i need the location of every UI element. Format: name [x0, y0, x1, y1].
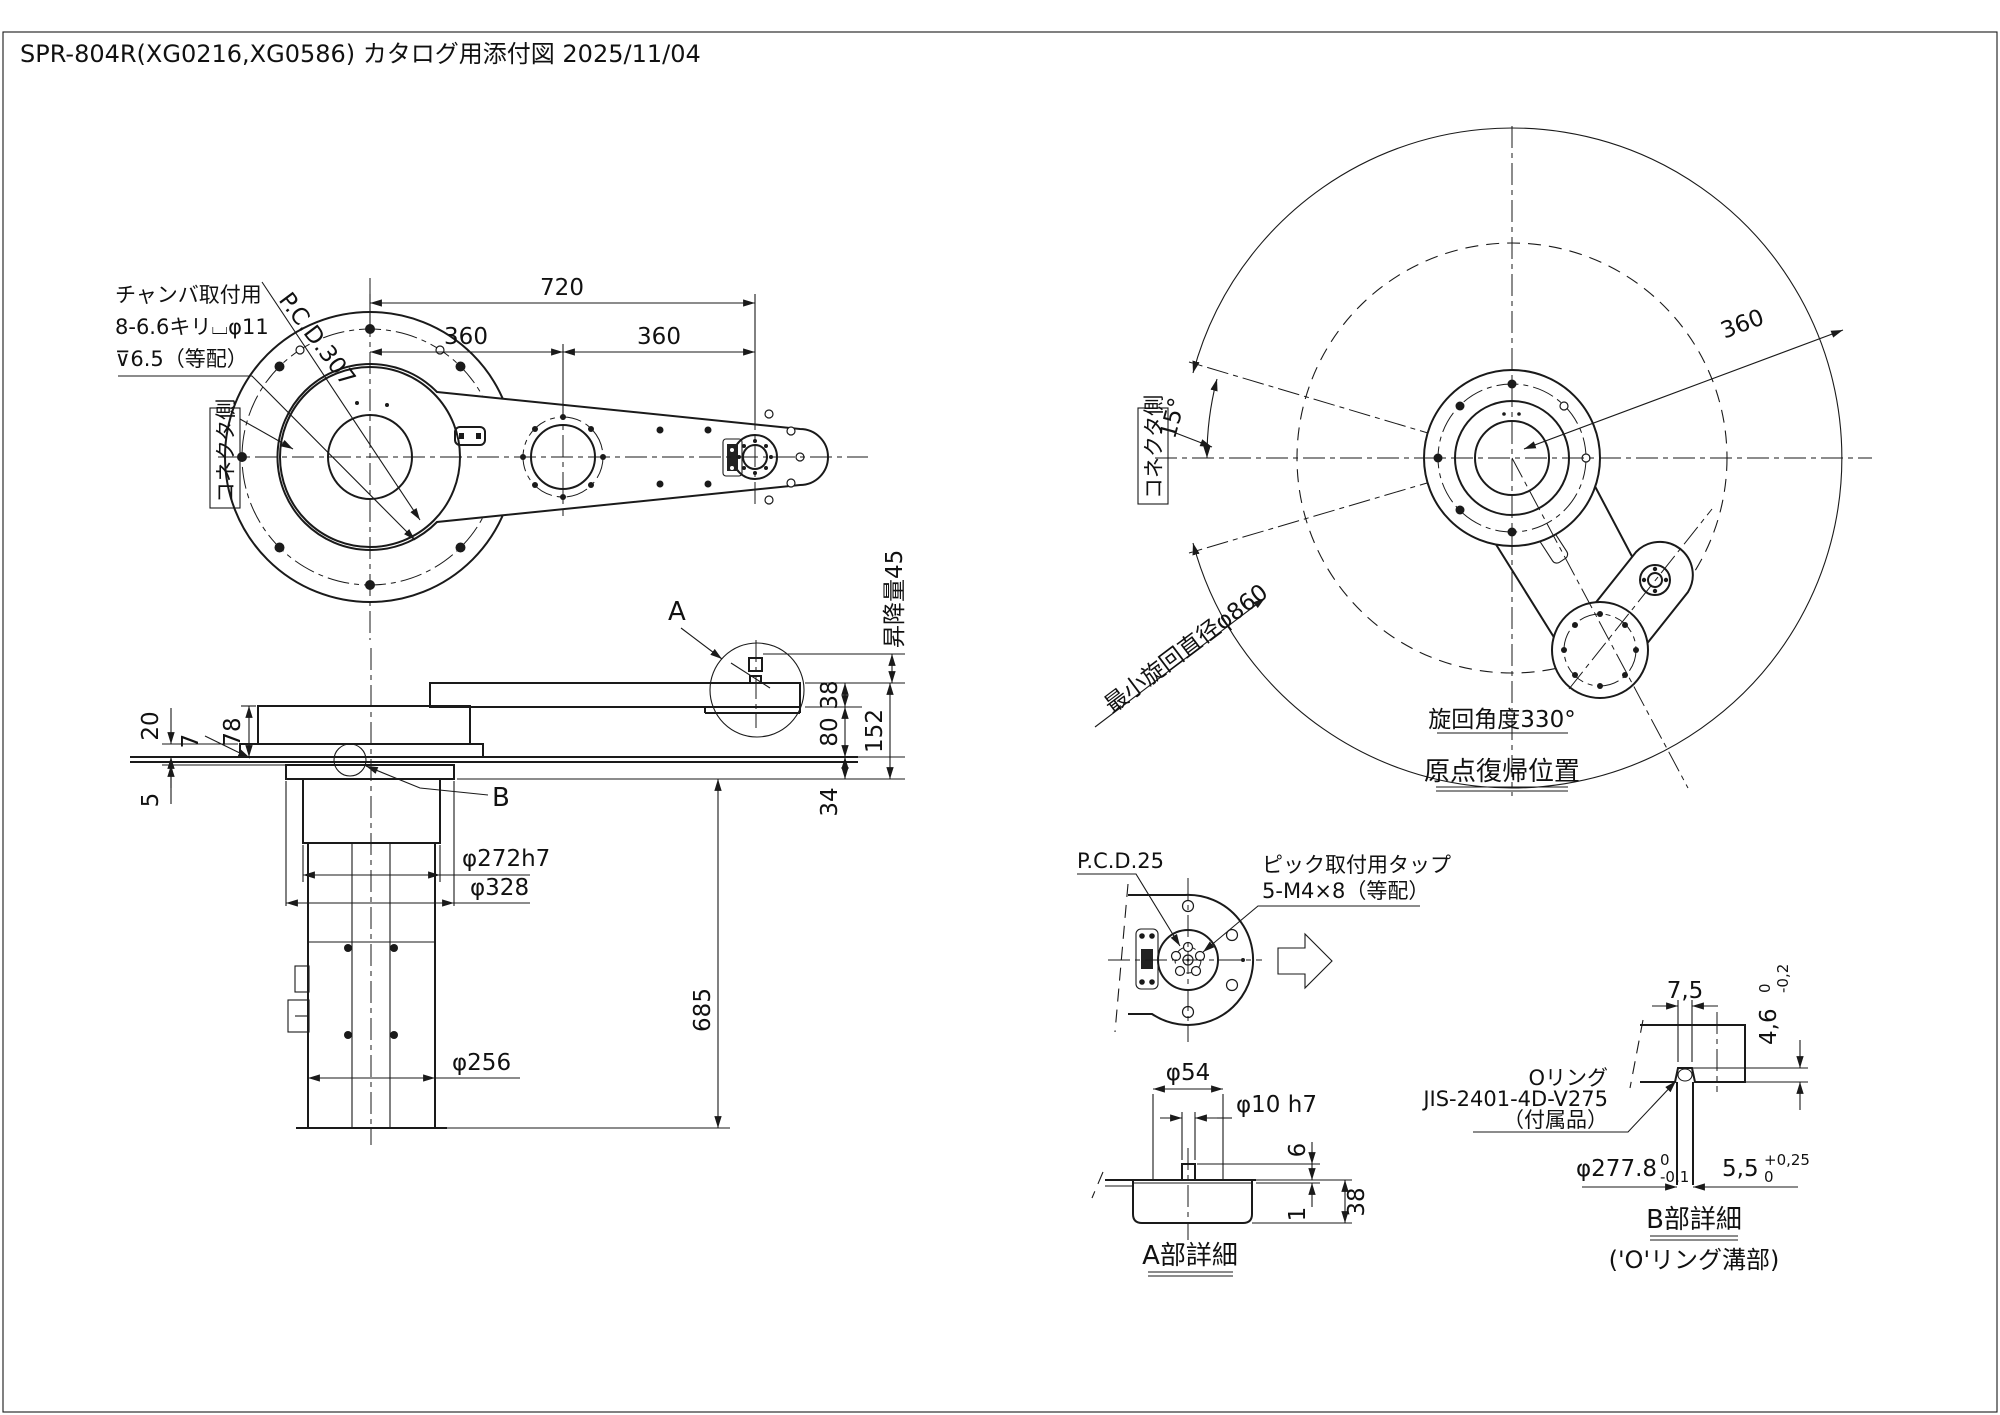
b-detail-subcaption: ('O'リング溝部) [1609, 1246, 1780, 1274]
dim-7: 7 [178, 734, 204, 749]
dim-34: 34 [817, 787, 843, 816]
plan-view: 720 360 360 P.C.D.307 チャンバ取付用 8-6.6キリ⌴φ1… [115, 275, 868, 640]
pick-flange-detail: P.C.D.25 ピック取付用タップ 5-M4×8（等配） [1077, 849, 1451, 1042]
b-part-detail: 7,5 4,6 0 -0,2 Oリング JIS-2401-4D-V275 （付属… [1421, 964, 1810, 1274]
home-view-caption: 原点復帰位置 [1424, 757, 1580, 787]
tap-note-line2: 5-M4×8（等配） [1262, 879, 1429, 903]
dim-80: 80 [817, 717, 843, 746]
dim-20: 20 [138, 711, 164, 740]
oring-note-line2: JIS-2401-4D-V275 [1421, 1087, 1608, 1111]
oring-note-line3: （付属品） [1503, 1108, 1608, 1132]
dim-1: 1 [1285, 1207, 1311, 1222]
dim-7-5: 7,5 [1667, 978, 1704, 1004]
direction-arrow-icon [1277, 932, 1333, 990]
tap-note-line1: ピック取付用タップ [1262, 853, 1451, 877]
tol-5-5-lower: 0 [1764, 1168, 1774, 1186]
dim-d256: φ256 [452, 1050, 511, 1076]
detail-b-mark: B [492, 783, 510, 813]
dim-d328: φ328 [470, 875, 529, 901]
swing-angle-label: 旋回角度330° [1428, 707, 1575, 733]
a-detail-caption: A部詳細 [1142, 1241, 1238, 1271]
plan-connector-side-label: コネクタ側 [214, 399, 238, 503]
dim-d10h7: φ10 h7 [1236, 1092, 1317, 1118]
dim-152: 152 [862, 709, 888, 753]
a-part-detail: φ54 φ10 h7 6 1 38 A部詳細 [1091, 1060, 1370, 1277]
dim-360-left: 360 [444, 324, 488, 350]
chamber-note-line1: チャンバ取付用 [115, 283, 262, 307]
home-connector-side-label: コネクタ側 [1142, 395, 1166, 499]
sheet-frame: SPR-804R(XG0216,XG0586) カタログ用添付図 2025/11… [2, 31, 1998, 1413]
dim-360-right: 360 [637, 324, 681, 350]
min-swing-label: 最小旋回直径φ860 [1100, 579, 1273, 718]
dim-6: 6 [1285, 1143, 1311, 1158]
dim-4-6: 4,6 [1756, 1008, 1782, 1045]
detail-a-mark: A [668, 597, 686, 627]
tol-4-6-lower: -0,2 [1774, 964, 1792, 993]
side-view: A B 20 78 7 5 [130, 550, 908, 1145]
dim-685: 685 [690, 988, 716, 1032]
tol-d277-lower: -0,1 [1660, 1168, 1689, 1186]
dim-5-5: 5,5 [1722, 1156, 1759, 1182]
dim-d277-8: φ277.8 [1576, 1156, 1657, 1182]
dim-38: 38 [817, 680, 843, 709]
dim-360-home: 360 [1717, 305, 1767, 345]
dim-5: 5 [138, 793, 164, 808]
dim-d272h7: φ272h7 [462, 846, 550, 872]
dim-lift-45: 昇降量45 [882, 550, 908, 648]
chamber-note-line2: 8-6.6キリ⌴φ11 [115, 315, 269, 339]
oring-note-line1: Oリング [1528, 1066, 1608, 1090]
tol-5-5-upper: +0,25 [1764, 1151, 1810, 1169]
tol-d277-upper: 0 [1660, 1151, 1670, 1169]
dim-38-detail: 38 [1344, 1187, 1370, 1216]
home-position-view: 15° 360 最小旋回直径φ860 旋回角度330° 原点復帰位置 コネクタ側 [1094, 126, 1872, 796]
dim-78: 78 [220, 717, 246, 746]
dim-d54: φ54 [1166, 1060, 1210, 1086]
pcd25-label: P.C.D.25 [1077, 849, 1164, 873]
chamber-note-line3: ⊽6.5（等配） [115, 347, 248, 371]
b-detail-caption: B部詳細 [1646, 1205, 1742, 1235]
dim-720: 720 [540, 275, 584, 301]
tol-4-6-upper: 0 [1756, 983, 1774, 993]
drawing-title: SPR-804R(XG0216,XG0586) カタログ用添付図 2025/11… [20, 40, 701, 68]
